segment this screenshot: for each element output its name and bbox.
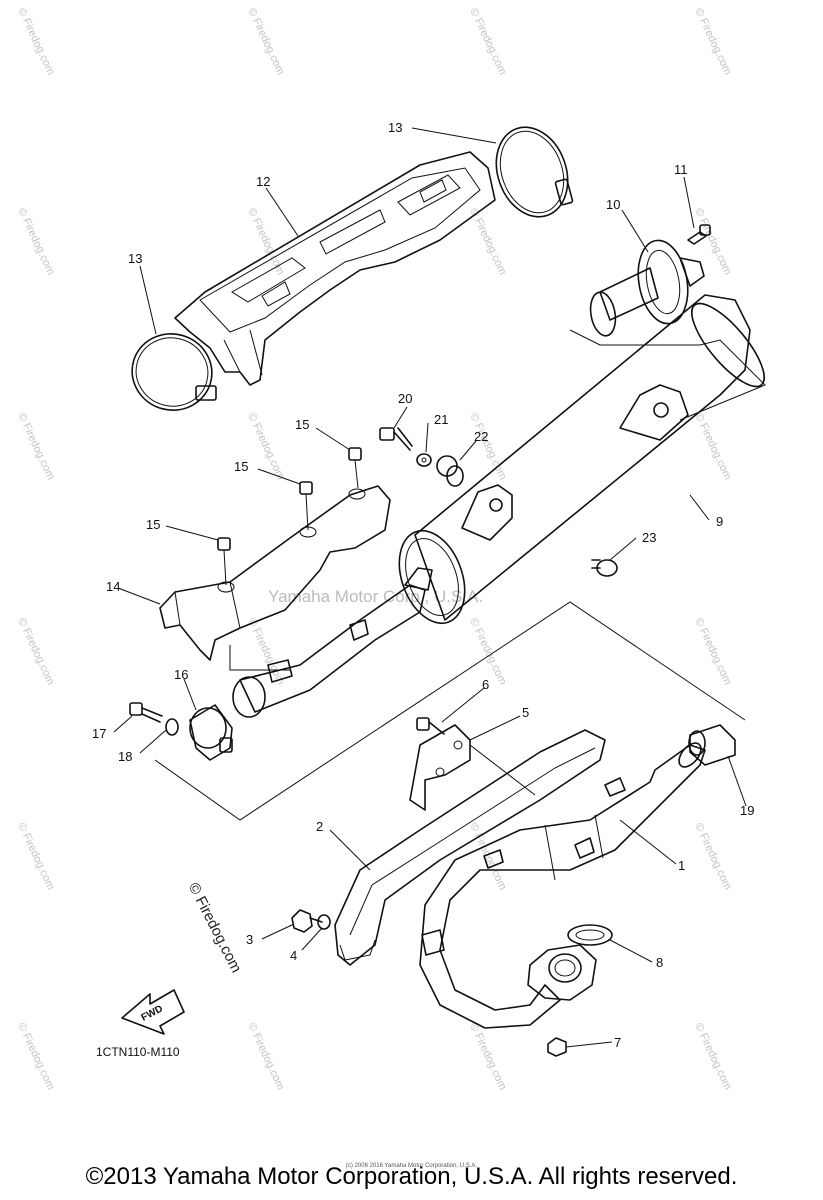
watermark-firedog: © Firedog.com (15, 206, 56, 277)
watermark-firedog: © Firedog.com (15, 616, 56, 687)
watermark-firedog: © Firedog.com (467, 206, 508, 277)
callout-1: 1 (678, 858, 685, 873)
callout-3: 3 (246, 932, 253, 947)
fine-print: (c) 2006 2016 Yamaha Motor Corporation, … (345, 1163, 478, 1169)
callout-4: 4 (290, 948, 297, 963)
pipe-clamp-lower (421, 929, 445, 956)
part-18-washer (165, 718, 179, 736)
part-1-exhaust-pipe (419, 742, 706, 1029)
part-10-spark-arrester (589, 239, 705, 337)
watermark-firedog: © Firedog.com (15, 821, 56, 892)
part-21-washer (416, 453, 432, 467)
callout-20: 20 (398, 391, 412, 406)
watermark-firedog: © Firedog.com (692, 6, 733, 77)
watermark-firedog: © Firedog.com (692, 616, 733, 687)
callout-19: 19 (740, 803, 754, 818)
watermark-firedog: © Firedog.com (245, 6, 286, 77)
watermark-firedog: © Firedog.com (15, 411, 56, 482)
watermark-firedog: © Firedog.com (692, 1021, 733, 1092)
watermark-firedog: © Firedog.com (245, 411, 286, 482)
callout-10: 10 (606, 197, 620, 212)
watermark-firedog: © Firedog.com (467, 1021, 508, 1092)
watermark-firedog: © Firedog.com (15, 6, 56, 77)
part-23-collar (591, 559, 618, 577)
assembly-bracket-14 (229, 645, 290, 671)
watermark-firedog: © Firedog.com (245, 206, 286, 277)
callout-22: 22 (474, 429, 488, 444)
watermark-center: Yamaha Motor Corp., U.S.A. (268, 587, 483, 606)
callout-16: 16 (174, 667, 188, 682)
part-12-muffler-protector (174, 151, 496, 386)
callout-2: 2 (316, 819, 323, 834)
watermark-firedog: © Firedog.com (692, 411, 733, 482)
callout-13-left: 13 (128, 251, 142, 266)
leader-lines (113, 127, 747, 1048)
callout-15-low: 15 (146, 517, 160, 532)
part-15-bolt-b (299, 481, 313, 531)
part-7-nut (547, 1037, 567, 1057)
assembly-bracket-10 (569, 329, 766, 421)
part-16-clamp (189, 704, 233, 761)
callout-17: 17 (92, 726, 106, 741)
callout-18: 18 (118, 749, 132, 764)
part-17-bolt (129, 702, 163, 723)
part-15-bolt-a (348, 447, 362, 489)
watermark-firedog: © Firedog.com (467, 411, 508, 482)
part-6-bolt (416, 717, 445, 735)
callout-15-top: 15 (295, 417, 309, 432)
part-2-protector (334, 729, 606, 966)
inner-pipe (232, 567, 433, 718)
part-14-joint-pipe (159, 485, 391, 661)
diagram-code: 1CTN110-M110 (96, 1045, 180, 1059)
callout-12: 12 (256, 174, 270, 189)
callout-9: 9 (716, 514, 723, 529)
part-20-bolt (379, 427, 413, 451)
callout-23: 23 (642, 530, 656, 545)
fwd-arrow-icon: FWD (121, 989, 185, 1035)
assembly-bracket-16 (154, 601, 746, 821)
watermark-firedog: © Firedog.com (245, 616, 286, 687)
part-22-damper (436, 455, 464, 487)
callout-5: 5 (522, 705, 529, 720)
callout-14: 14 (106, 579, 120, 594)
part-15-bolt-c (217, 537, 231, 586)
callout-7: 7 (614, 1035, 621, 1050)
part-8-gasket (567, 924, 613, 946)
watermark-grid: © Firedog.com © Firedog.com © Firedog.co… (15, 6, 733, 1092)
callout-21: 21 (434, 412, 448, 427)
fwd-label: FWD (140, 1003, 165, 1023)
callout-11: 11 (674, 162, 688, 177)
callout-15-mid: 15 (234, 459, 248, 474)
part-5-bracket (409, 724, 536, 811)
copyright-footer: ©2013 Yamaha Motor Corporation, U.S.A. A… (85, 1163, 738, 1190)
part-4-collar (317, 914, 331, 930)
watermark-firedog: © Firedog.com (245, 1021, 286, 1092)
exhaust-flange (527, 944, 597, 1001)
watermark-firedog: © Firedog.com (692, 821, 733, 892)
part-19-gasket (688, 724, 736, 766)
watermark-firedog: © Firedog.com (467, 6, 508, 77)
part-3-bolt (291, 909, 323, 933)
callout-6: 6 (482, 677, 489, 692)
callout-13-top: 13 (388, 120, 402, 135)
part-13-clamp-upper (495, 126, 574, 218)
part-13-clamp-lower (131, 333, 217, 411)
part-11-bolt (687, 224, 711, 245)
callout-8: 8 (656, 955, 663, 970)
watermark-firedog: © Firedog.com (15, 1021, 56, 1092)
callouts: 13 12 13 11 10 20 21 22 15 15 15 9 23 14… (92, 120, 754, 1050)
